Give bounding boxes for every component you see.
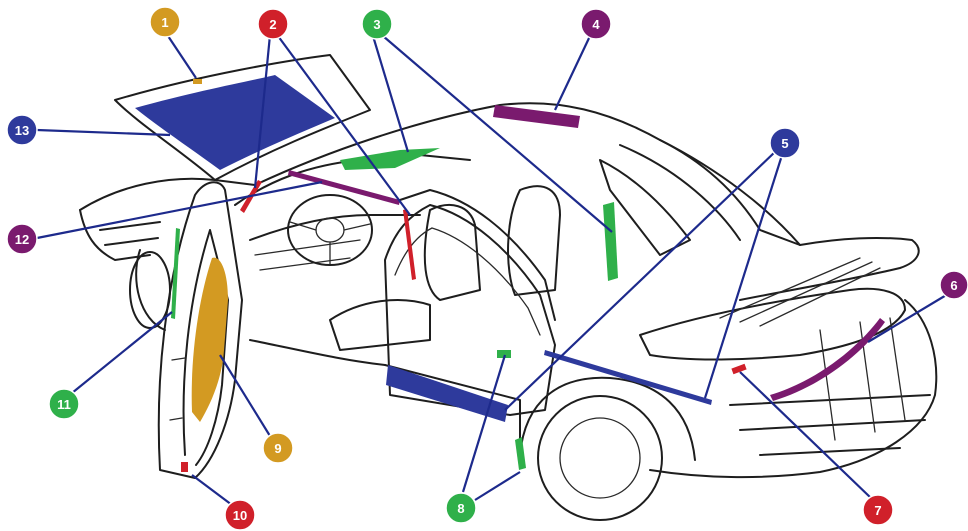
leader-10	[192, 475, 232, 505]
leader-1	[168, 36, 196, 78]
callout-6-label: 6	[950, 278, 957, 293]
zone-10-door-bottom	[181, 462, 188, 472]
zone-1-marker	[193, 79, 202, 84]
callout-9: 9	[263, 433, 293, 463]
leader-11	[72, 312, 172, 393]
zone-5-rocker-panel	[386, 365, 508, 422]
callout-12-label: 12	[15, 232, 29, 247]
callout-1-label: 1	[161, 15, 168, 30]
leader-9	[220, 355, 270, 436]
zone-7-latch	[731, 364, 746, 374]
callout-8-label: 8	[457, 501, 464, 516]
callout-8: 8	[446, 493, 476, 523]
callout-3-label: 3	[373, 17, 380, 32]
leader-8b	[475, 472, 520, 500]
callout-2: 2	[258, 9, 288, 39]
leader-7	[740, 372, 872, 499]
zone-4-roof	[493, 105, 580, 128]
callout-10-label: 10	[233, 508, 247, 523]
callout-6: 6	[940, 271, 968, 299]
callout-10: 10	[225, 500, 255, 530]
callout-5: 5	[770, 128, 800, 158]
leader-3b	[383, 36, 612, 232]
zone-3-b-pillar	[603, 202, 618, 281]
callout-4: 4	[581, 9, 611, 39]
callout-11-label: 11	[57, 397, 71, 412]
callout-2-label: 2	[269, 17, 276, 32]
zone-12-pillar-trim	[288, 170, 400, 205]
zone-11-door-edge	[171, 228, 180, 319]
zone-3-windshield	[340, 148, 440, 170]
callout-7: 7	[863, 495, 893, 525]
leader-8a	[463, 355, 505, 492]
callout-12: 12	[7, 224, 37, 254]
leader-4	[555, 36, 590, 110]
callout-9-label: 9	[274, 441, 281, 456]
callout-11: 11	[49, 389, 79, 419]
callout-13: 13	[7, 115, 37, 145]
callout-13-label: 13	[15, 123, 29, 138]
callout-7-label: 7	[874, 503, 881, 518]
callout-1: 1	[150, 7, 180, 37]
zone-13-hood-panel	[135, 75, 335, 170]
callout-4-label: 4	[592, 17, 600, 32]
zone-8-sill-end	[515, 437, 526, 470]
leader-5b	[705, 152, 783, 398]
callout-5-label: 5	[781, 136, 788, 151]
callout-3: 3	[362, 9, 392, 39]
